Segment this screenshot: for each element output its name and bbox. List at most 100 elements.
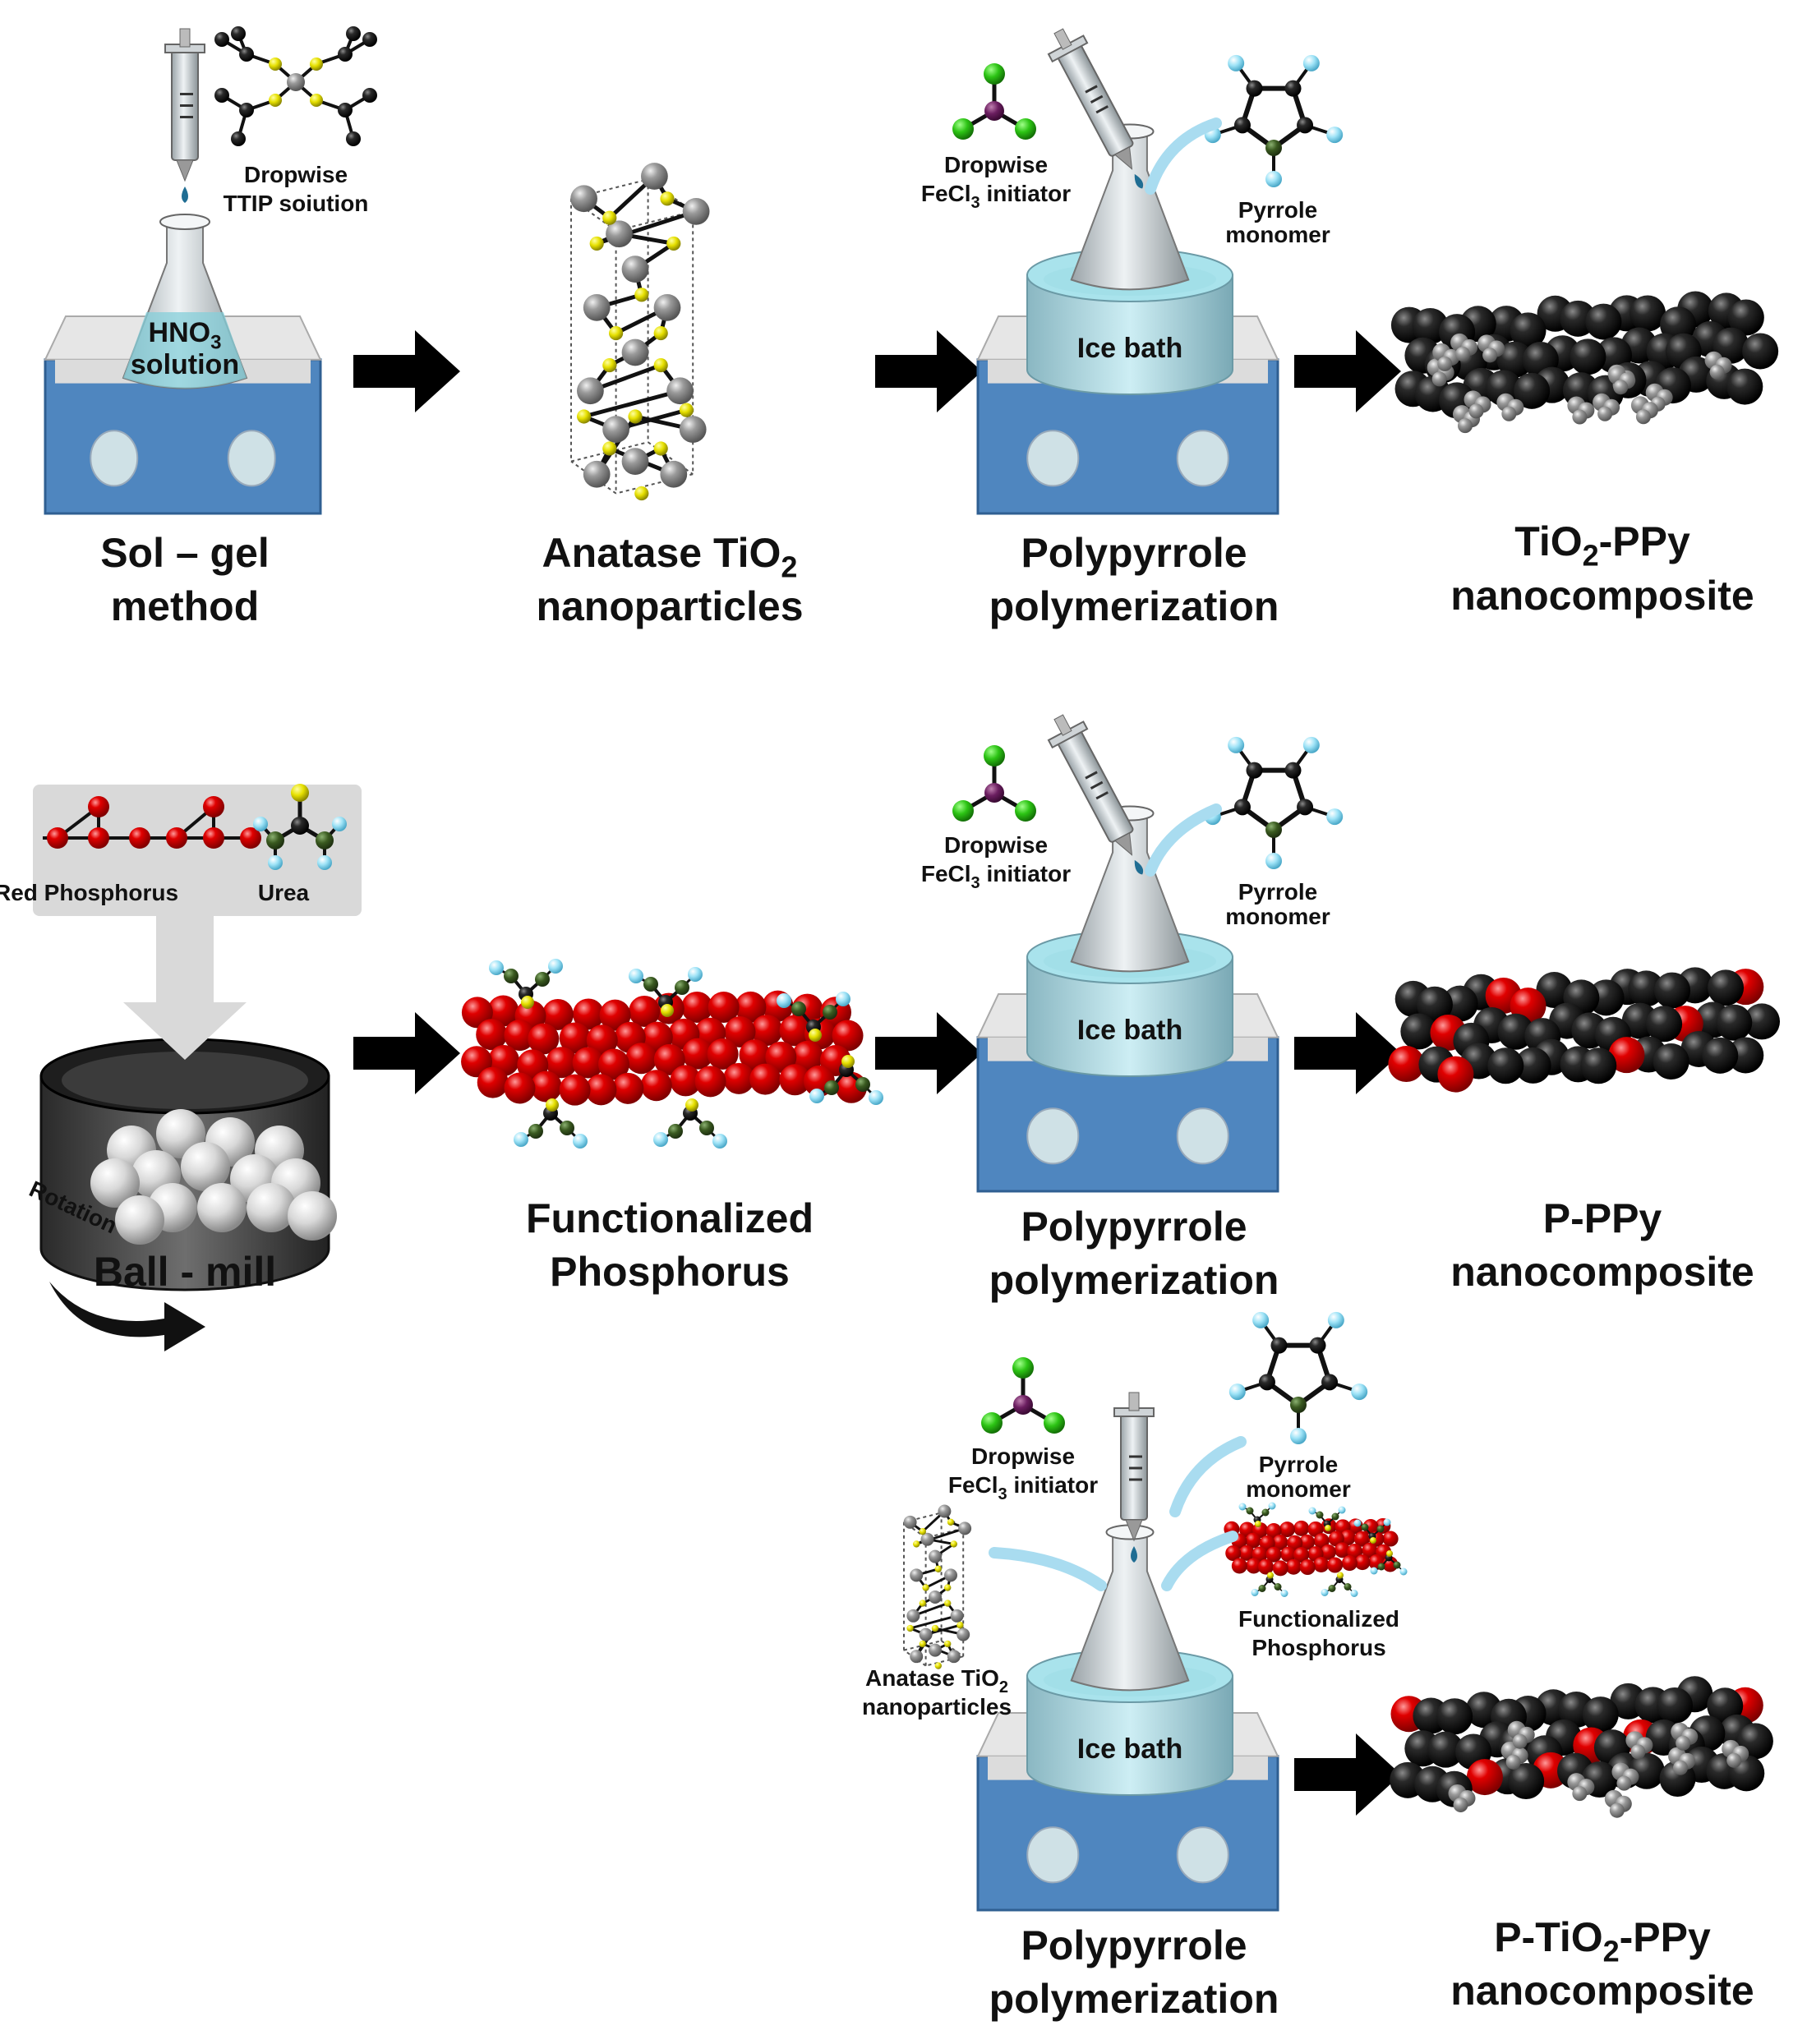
carbon-atom xyxy=(338,103,353,117)
fecl-sub: 3 xyxy=(971,194,980,212)
phosphorus-atom xyxy=(1293,1547,1310,1563)
tio2-particle xyxy=(1676,1735,1691,1751)
titanium-atom xyxy=(621,448,649,475)
phosphorus-atom xyxy=(1299,1559,1316,1576)
phosphorus-atom xyxy=(1245,1532,1261,1549)
phosphorus-atom xyxy=(1362,1542,1378,1558)
p-ppy-label-2: nanocomposite xyxy=(1450,1249,1754,1295)
ttip-molecule xyxy=(214,26,377,146)
oxygen-atom xyxy=(661,1004,674,1017)
polymer-particle xyxy=(1437,1056,1474,1093)
hydrogen-atom xyxy=(688,967,703,982)
tio2-ppy-label-sub: 2 xyxy=(1583,539,1599,573)
droplet xyxy=(1131,1546,1137,1563)
flask-hno3-label-main: HNO xyxy=(149,317,211,348)
hydrogen-atom xyxy=(777,993,791,1008)
syringe-barrel xyxy=(1120,1412,1148,1521)
anatase-label-sub: 2 xyxy=(781,550,797,584)
arrow-1b xyxy=(875,330,982,412)
arrow-2c xyxy=(1294,1012,1401,1094)
syringe-tick xyxy=(1090,94,1104,104)
pyrrole-arrow-1 xyxy=(1145,117,1222,195)
iron-atom xyxy=(984,783,1004,803)
carbon-atom xyxy=(362,32,377,47)
tio2-particle xyxy=(1505,1754,1521,1770)
phosphorus-atom xyxy=(682,1038,714,1070)
chlorine-atom xyxy=(984,63,1005,85)
carbon-atom xyxy=(231,26,246,41)
oxygen-atom xyxy=(957,1622,964,1629)
ball-mill xyxy=(33,784,362,1351)
iron-atom xyxy=(1013,1395,1033,1415)
phosphorus-atom xyxy=(765,1041,797,1073)
nitrogen-atom xyxy=(1331,1512,1339,1521)
tio2-particle xyxy=(1482,348,1498,363)
titanium-atom xyxy=(679,416,707,443)
fecl3-molecule-2 xyxy=(952,745,1036,822)
stirrer-knob xyxy=(227,430,276,487)
p-tio2-ppy-label: P-TiO2-PPy xyxy=(1494,1914,1711,1968)
milling-ball xyxy=(247,1183,296,1232)
polymer-particle xyxy=(1585,303,1622,340)
oxygen-atom xyxy=(919,1600,926,1607)
carbon-atom xyxy=(214,88,229,103)
initiator-label-3b: FeCl3 initiator xyxy=(948,1472,1098,1503)
titanium-atom xyxy=(641,163,668,190)
polymer-particle xyxy=(1588,979,1625,1016)
p-tio2-ppy-label-sub: 2 xyxy=(1603,1935,1620,1968)
ttip-label-2: TTIP soiution xyxy=(224,191,369,216)
ice-bath-label: Ice bath xyxy=(1077,1733,1182,1765)
phosphorus-atom xyxy=(1285,1558,1302,1575)
oxygen-atom xyxy=(906,1624,914,1632)
phosphorus-atom xyxy=(573,998,605,1030)
arrow-1c xyxy=(1294,330,1401,412)
phosphorus-atom xyxy=(88,796,109,817)
ice-bath-3-flask xyxy=(1070,1524,1190,1692)
hydrogen-atom xyxy=(514,1132,528,1147)
flask-glass xyxy=(1070,1531,1190,1692)
carbon-atom xyxy=(346,131,361,146)
hydrogen-atom xyxy=(1228,54,1245,71)
oxygen-atom xyxy=(1325,1525,1331,1531)
tio2-ppy-composite xyxy=(1390,291,1779,434)
phosphorus-atom xyxy=(528,1023,560,1055)
oxygen-atom xyxy=(634,288,649,302)
tio2-particle xyxy=(1635,409,1651,425)
functionalized-phosphorus-small xyxy=(1224,1502,1408,1597)
hydrogen-atom xyxy=(548,959,563,974)
iron-atom xyxy=(984,101,1004,121)
phosphorus-atom xyxy=(1313,1557,1330,1573)
polymer-particle xyxy=(1646,1006,1683,1043)
hydrogen-atom xyxy=(1353,1519,1362,1527)
p-ppy-label-1: P-PPy xyxy=(1543,1195,1662,1241)
phosphorus-atom xyxy=(779,1064,811,1096)
carbon-atom xyxy=(1233,117,1251,134)
milling-ball xyxy=(181,1142,230,1191)
titanium-atom xyxy=(944,1568,957,1582)
ice-bath-wall xyxy=(1026,274,1233,395)
phosphorus-atom xyxy=(203,827,224,849)
nitrogen-atom xyxy=(1265,822,1282,838)
fecl-sub: 3 xyxy=(998,1485,1007,1503)
syringe-tick xyxy=(1090,780,1104,790)
titanium-atom xyxy=(919,1627,933,1641)
oxygen-atom xyxy=(546,1098,559,1112)
carbon-atom xyxy=(362,88,377,103)
carbon-atom xyxy=(1258,1374,1275,1391)
arrow-1a xyxy=(353,330,460,412)
phosphorus-atom xyxy=(1313,1533,1330,1549)
droplet xyxy=(1134,859,1144,875)
tio2-ppy-label: TiO2-PPy xyxy=(1514,518,1690,573)
carbon-atom xyxy=(231,131,246,146)
oxygen-atom xyxy=(589,236,604,251)
polymer-particle xyxy=(1400,1013,1437,1050)
initiator-label-2b: FeCl3 initiator xyxy=(921,861,1071,892)
phosphorus-atom xyxy=(530,1070,562,1103)
phosphorus-atom xyxy=(724,1016,756,1048)
nitrogen-atom xyxy=(1361,1523,1369,1531)
oxygen-atom xyxy=(934,1565,942,1572)
tio2-particle xyxy=(1572,1786,1588,1802)
phosphorus-atom xyxy=(1339,1530,1356,1546)
phosphorus-atom xyxy=(612,1072,644,1104)
